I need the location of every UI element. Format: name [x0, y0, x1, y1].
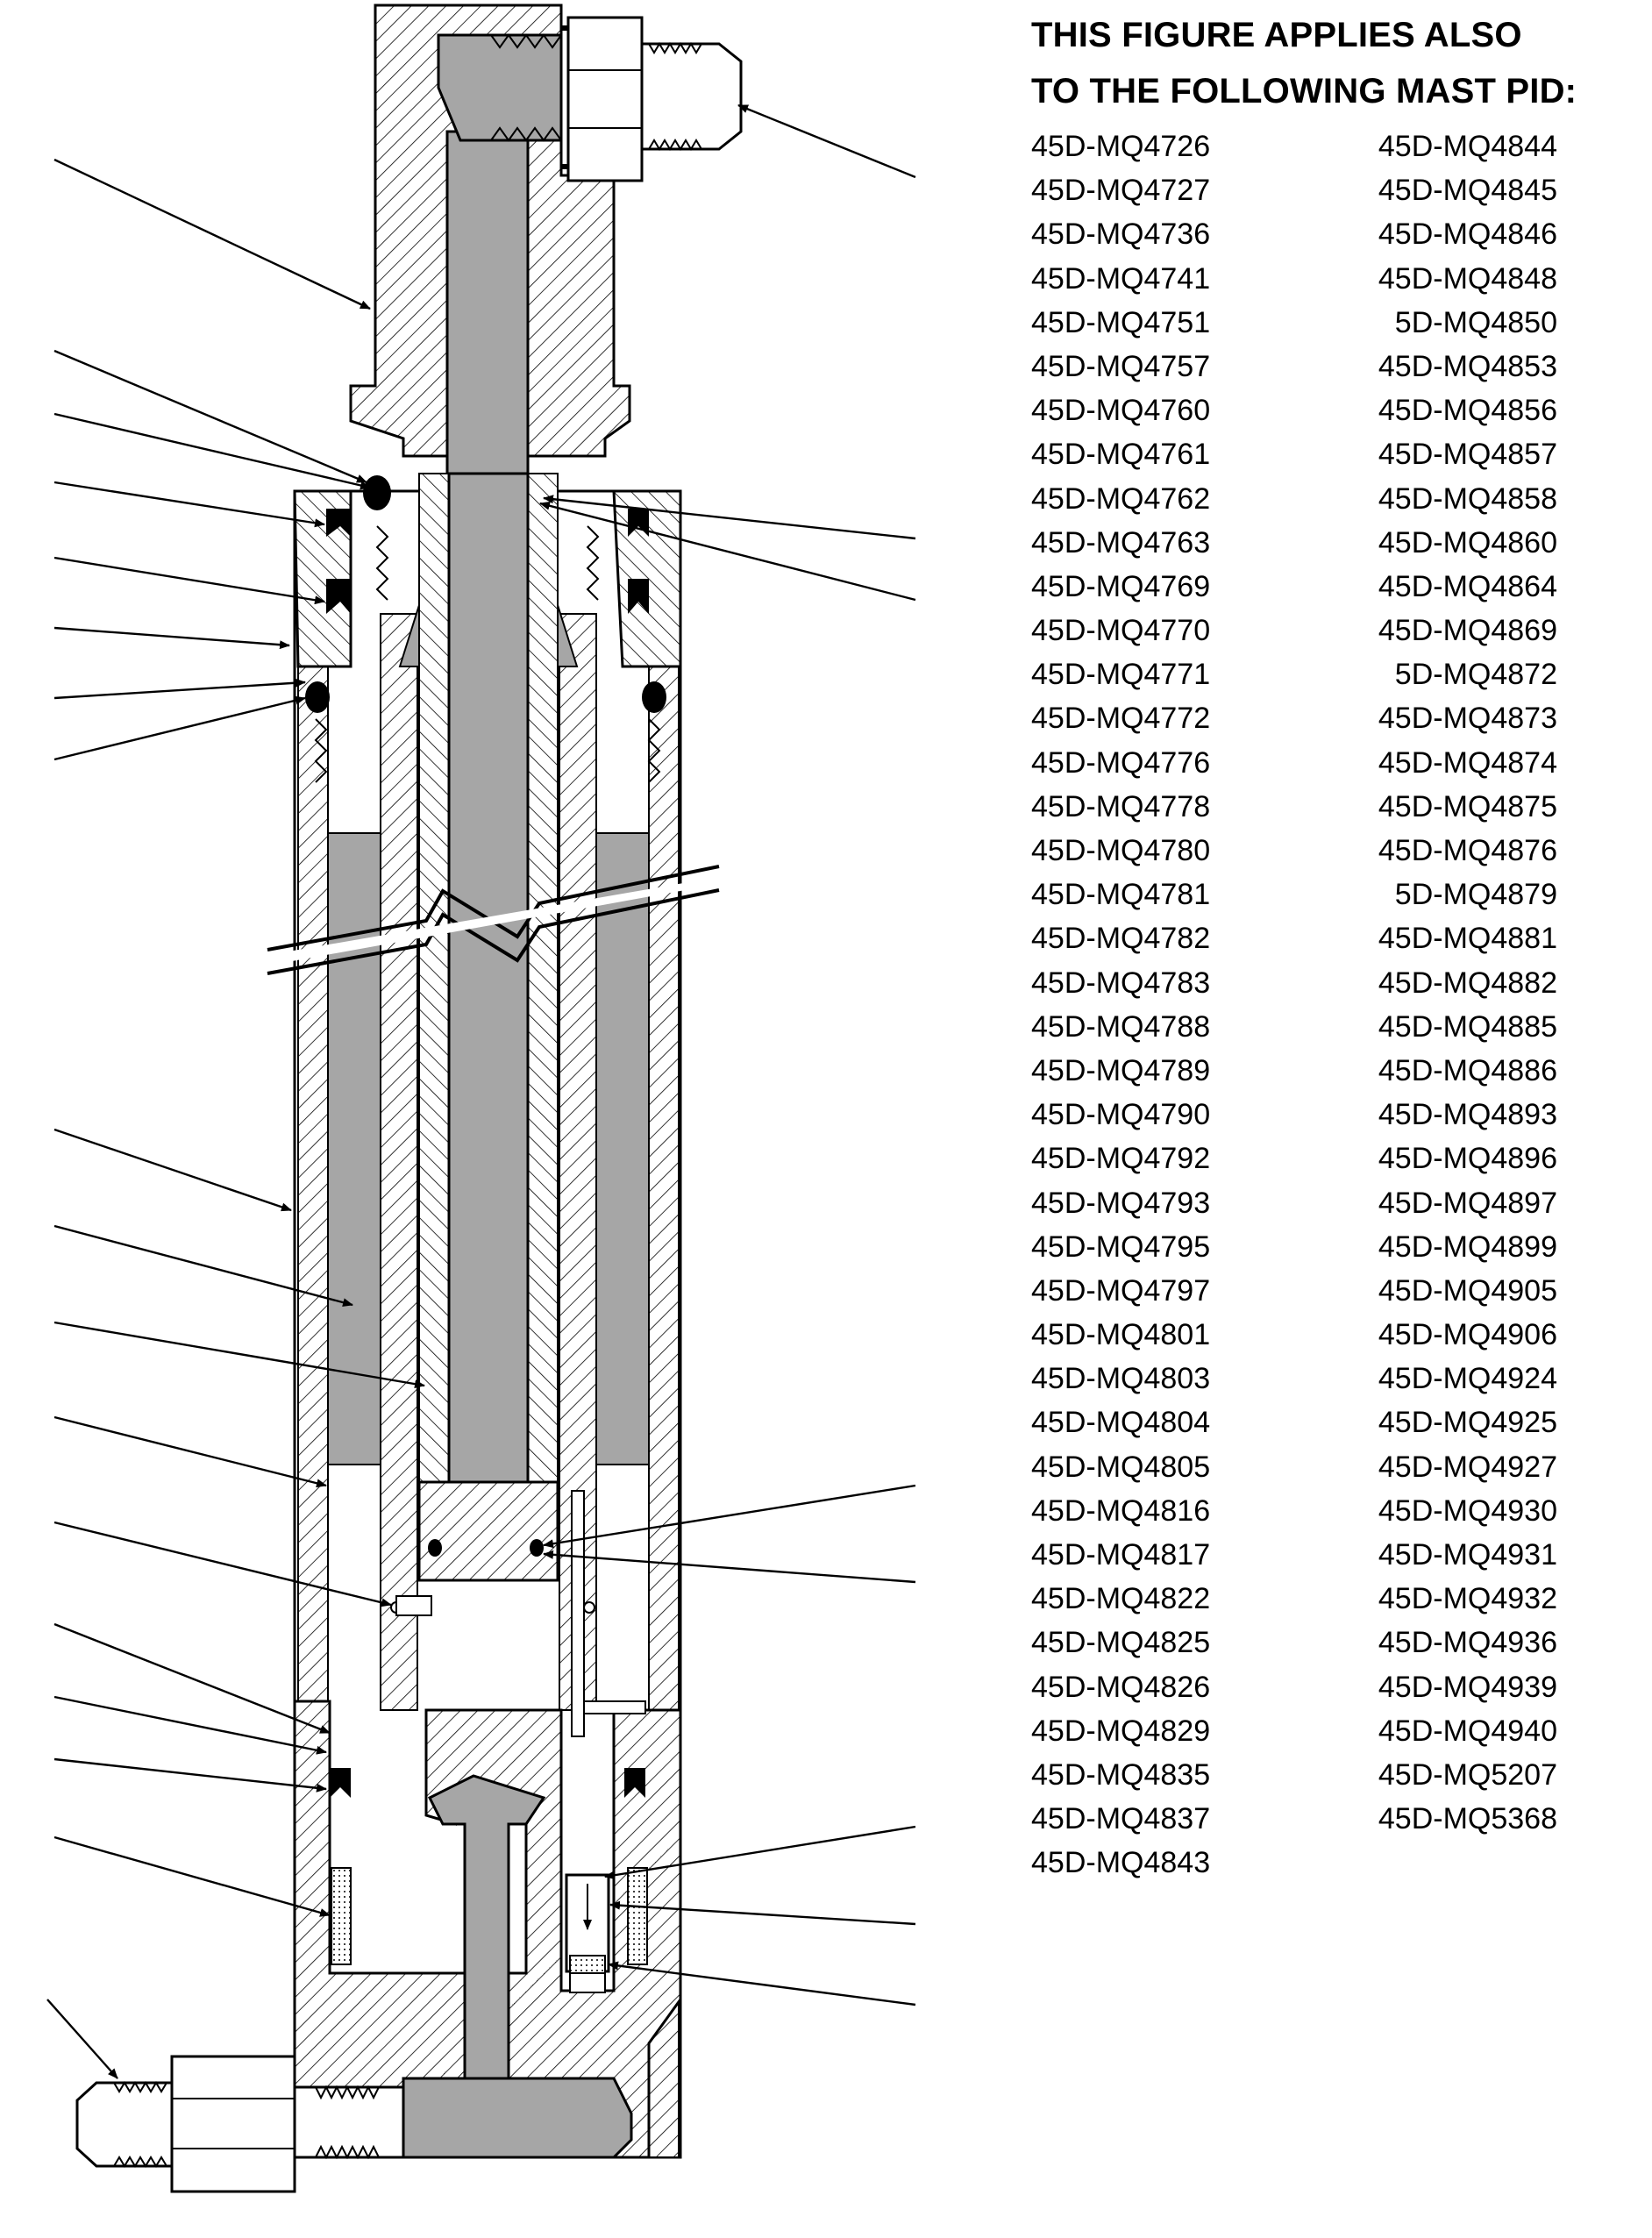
pid-item: 45D-MQ4826	[1031, 1670, 1211, 1704]
pid-item: 45D-MQ4893	[1378, 1098, 1557, 1132]
pid-item: 45D-MQ4940	[1378, 1714, 1557, 1748]
pid-item: 45D-MQ4770	[1031, 614, 1211, 648]
cylinder-base	[293, 1490, 682, 2159]
pid-item: 45D-MQ4843	[1031, 1846, 1211, 1880]
pid-item: 45D-MQ4792	[1031, 1142, 1211, 1176]
pid-item: 45D-MQ4860	[1378, 525, 1557, 560]
pid-item: 45D-MQ4751	[1031, 305, 1211, 339]
leader-lines-left	[46, 158, 425, 2079]
pid-item: 45D-MQ4793	[1031, 1186, 1211, 1220]
pid-column-2: 45D-MQ4844 45D-MQ4845 45D-MQ4846 45D-MQ4848…	[1373, 125, 1557, 1841]
pid-column-1: 45D-MQ4726 45D-MQ4727 45D-MQ4736 45D-MQ4741…	[1031, 125, 1210, 1885]
pid-item: 45D-MQ4906	[1378, 1318, 1557, 1352]
pid-item: 5D-MQ4850	[1394, 305, 1557, 339]
pid-item: 45D-MQ4761	[1031, 438, 1211, 472]
pid-item: 45D-MQ4780	[1031, 834, 1211, 867]
pid-item: 45D-MQ4899	[1378, 1229, 1557, 1264]
pid-item: 45D-MQ4886	[1378, 1053, 1557, 1087]
panel-heading-line-2: TO THE FOLLOWING MAST PID:	[1031, 72, 1577, 110]
pid-item: 45D-MQ4930	[1378, 1493, 1557, 1528]
pid-item: 5D-MQ4872	[1394, 658, 1557, 692]
pid-columns: 45D-MQ4726 45D-MQ4727 45D-MQ4736 45D-MQ4741…	[1031, 125, 1645, 1879]
pid-item: 45D-MQ4778	[1031, 789, 1211, 823]
pid-item: 45D-MQ4864	[1378, 569, 1557, 603]
pid-item: 45D-MQ4882	[1378, 966, 1557, 1000]
pid-item: 45D-MQ4772	[1031, 702, 1211, 736]
pid-item: 45D-MQ4736	[1031, 217, 1211, 252]
check-valve	[390, 1595, 610, 1993]
pid-item: 45D-MQ4782	[1031, 922, 1211, 956]
mast-pid-panel: THIS FIGURE APPLIES ALSO TO THE FOLLOWIN…	[1031, 7, 1645, 1879]
pid-item: 45D-MQ4853	[1378, 349, 1557, 383]
pid-item: 45D-MQ4927	[1378, 1450, 1557, 1484]
pid-item: 45D-MQ4875	[1378, 789, 1557, 823]
pid-item: 45D-MQ4760	[1031, 394, 1211, 428]
pid-item: 45D-MQ4797	[1031, 1273, 1211, 1308]
pid-item: 45D-MQ4795	[1031, 1229, 1211, 1264]
pid-item: 45D-MQ4846	[1378, 217, 1557, 252]
pid-item: 45D-MQ4931	[1378, 1538, 1557, 1572]
pid-item: 45D-MQ4788	[1031, 1009, 1211, 1044]
pid-item: 45D-MQ4873	[1378, 702, 1557, 736]
pid-item: 45D-MQ4885	[1378, 1009, 1557, 1044]
pid-item: 45D-MQ4727	[1031, 174, 1211, 208]
pid-item: 45D-MQ4905	[1378, 1273, 1557, 1308]
pid-item: 45D-MQ4896	[1378, 1142, 1557, 1176]
pid-item: 45D-MQ4816	[1031, 1493, 1211, 1528]
pid-item: 45D-MQ4776	[1031, 745, 1211, 780]
pid-item: 45D-MQ4783	[1031, 966, 1211, 1000]
pid-item: 45D-MQ5368	[1378, 1802, 1557, 1836]
top-hex-fitting	[561, 16, 743, 182]
pid-item: 45D-MQ4844	[1378, 130, 1557, 163]
pid-item: 45D-MQ4848	[1378, 261, 1557, 296]
pid-item: 45D-MQ4763	[1031, 525, 1211, 560]
pid-item: 45D-MQ4925	[1378, 1406, 1557, 1440]
pid-item: 45D-MQ4726	[1031, 130, 1211, 163]
cylinder-head	[349, 4, 631, 475]
pid-item: 45D-MQ5207	[1378, 1757, 1557, 1792]
pid-item: 45D-MQ4803	[1031, 1362, 1211, 1396]
pid-item: 45D-MQ4897	[1378, 1186, 1557, 1220]
break-lines	[263, 865, 720, 975]
pid-item: 45D-MQ4822	[1031, 1582, 1211, 1616]
pid-item: 45D-MQ4789	[1031, 1053, 1211, 1087]
bottom-hex-fitting	[75, 2055, 405, 2193]
pid-item: 45D-MQ4881	[1378, 922, 1557, 956]
pid-item: 45D-MQ4939	[1378, 1670, 1557, 1704]
leader-lines-right	[539, 103, 916, 2006]
pid-item: 45D-MQ4805	[1031, 1450, 1211, 1484]
pid-item: 45D-MQ4829	[1031, 1714, 1211, 1748]
pid-item: 5D-MQ4879	[1394, 878, 1557, 912]
pid-item: 45D-MQ4874	[1378, 745, 1557, 780]
pid-item: 45D-MQ4936	[1378, 1626, 1557, 1660]
pid-item: 45D-MQ4876	[1378, 834, 1557, 867]
plunger-rod	[398, 472, 579, 1582]
pid-item: 45D-MQ4741	[1031, 261, 1211, 296]
pid-item: 45D-MQ4817	[1031, 1538, 1211, 1572]
pid-item: 45D-MQ4856	[1378, 394, 1557, 428]
pid-item: 45D-MQ4769	[1031, 569, 1211, 603]
pid-item: 45D-MQ4932	[1378, 1582, 1557, 1616]
pid-item: 45D-MQ4825	[1031, 1626, 1211, 1660]
pid-item: 45D-MQ4924	[1378, 1362, 1557, 1396]
pid-item: 45D-MQ4804	[1031, 1406, 1211, 1440]
pid-item: 45D-MQ4858	[1378, 481, 1557, 516]
pid-item: 45D-MQ4835	[1031, 1757, 1211, 1792]
pid-item: 45D-MQ4837	[1031, 1802, 1211, 1836]
pid-item: 45D-MQ4790	[1031, 1098, 1211, 1132]
pid-item: 45D-MQ4845	[1378, 174, 1557, 208]
pid-item: 45D-MQ4781	[1031, 878, 1211, 912]
pid-item: 45D-MQ4869	[1378, 614, 1557, 648]
pid-item: 45D-MQ4762	[1031, 481, 1211, 516]
pid-item: 45D-MQ4757	[1031, 349, 1211, 383]
panel-heading-line-1: THIS FIGURE APPLIES ALSO	[1031, 16, 1522, 54]
pid-item: 45D-MQ4857	[1378, 438, 1557, 472]
pid-item: 45D-MQ4771	[1031, 658, 1211, 692]
pid-item: 45D-MQ4801	[1031, 1318, 1211, 1352]
